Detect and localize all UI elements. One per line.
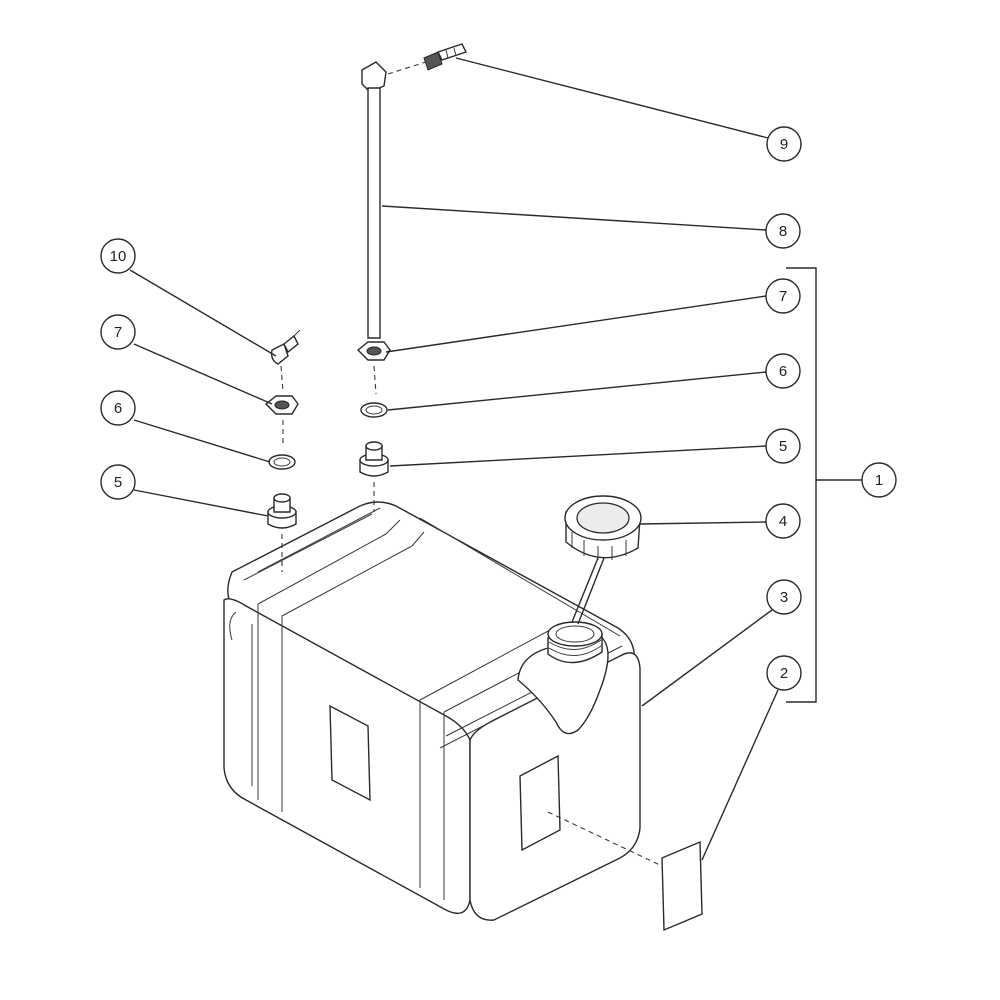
callout-4: 4	[765, 503, 801, 539]
leader-lines	[129, 57, 779, 861]
callout-8: 8	[765, 213, 801, 249]
washer-right	[360, 402, 388, 418]
callout-7-left: 7	[100, 314, 136, 350]
callout-label: 3	[780, 589, 788, 606]
callout-label: 7	[114, 324, 122, 341]
tank-strap-left	[257, 519, 425, 812]
callout-label: 8	[779, 223, 787, 240]
callout-label: 9	[780, 136, 788, 153]
callout-label: 4	[779, 513, 787, 530]
callout-2: 2	[766, 655, 802, 691]
tank-front-recess	[329, 704, 371, 802]
label-install-path	[547, 811, 663, 867]
washer-left	[268, 454, 296, 470]
callout-5-left: 5	[100, 464, 136, 500]
elbow-top	[361, 61, 387, 93]
callout-6-right: 6	[765, 353, 801, 389]
bushing-left	[267, 493, 297, 529]
callout-1: 1	[861, 462, 897, 498]
callout-6-left: 6	[100, 390, 136, 426]
bushing-right	[359, 441, 389, 477]
filler-cap	[564, 495, 642, 560]
callout-label: 6	[779, 363, 787, 380]
callout-label: 1	[875, 472, 883, 489]
assembly-bracket	[786, 267, 862, 703]
callout-label: 5	[114, 474, 122, 491]
callout-3: 3	[766, 579, 802, 615]
dip-tube	[367, 87, 381, 339]
left-fitting-stack	[264, 329, 301, 572]
filler-neck	[547, 621, 603, 664]
callout-label: 5	[779, 438, 787, 455]
callout-label: 7	[779, 288, 787, 305]
fuel-tank	[223, 501, 641, 921]
label-decal	[661, 840, 703, 932]
callout-label: 6	[114, 400, 122, 417]
callout-5-right: 5	[765, 428, 801, 464]
tank-end-recess	[519, 754, 561, 852]
callout-label: 10	[110, 248, 127, 265]
callout-10: 10	[100, 238, 136, 274]
callout-7-right: 7	[765, 278, 801, 314]
callout-label: 2	[780, 665, 788, 682]
callout-9: 9	[766, 126, 802, 162]
cap-tether	[571, 557, 605, 625]
barb-fitting	[423, 43, 467, 71]
right-fitting-stack	[356, 43, 467, 512]
tank-strap-right	[419, 629, 575, 900]
